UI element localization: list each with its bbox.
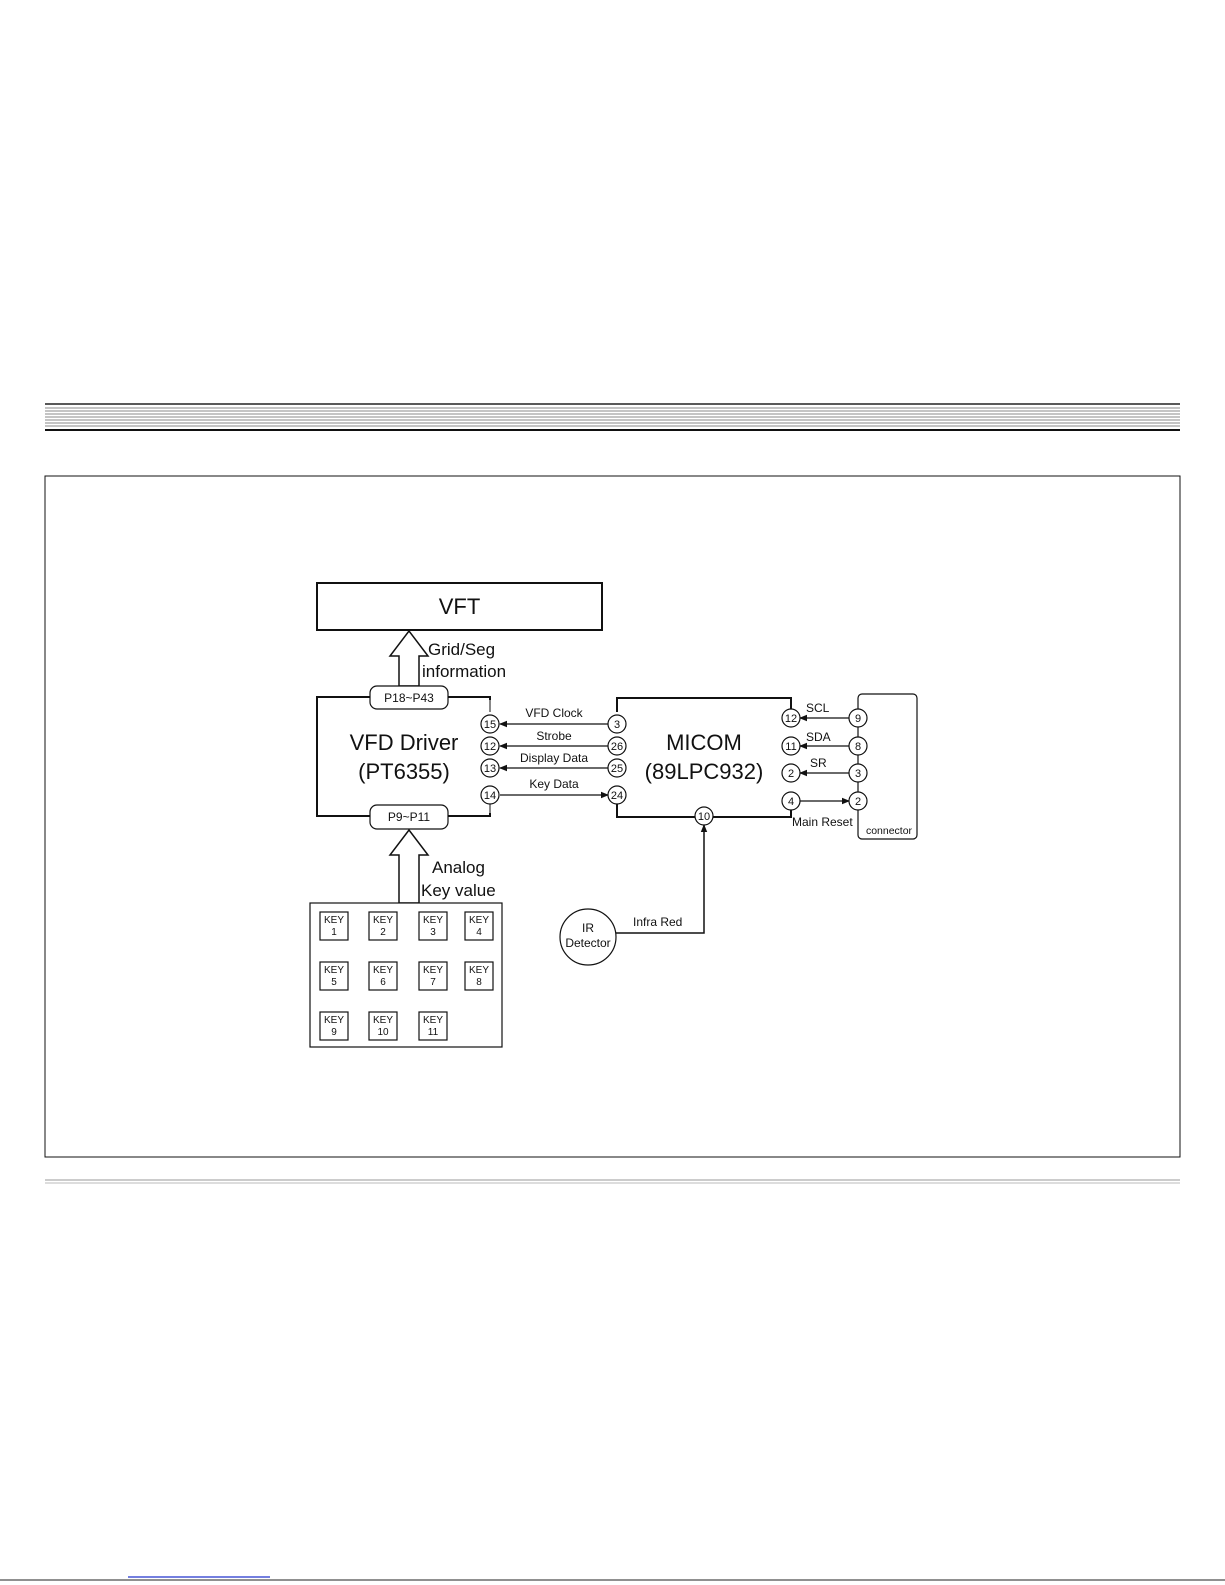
micom-pin-0: 3 [608,715,626,733]
svg-text:KEY: KEY [469,965,489,976]
ir-label-2: Detector [565,936,610,950]
micom-pin-2: 25 [608,759,626,777]
svg-text:KEY: KEY [373,965,393,976]
vft-label: VFT [439,594,481,619]
connector-pin-3: 2 [849,792,867,810]
analog-label-2: Key value [421,881,496,900]
svg-text:4: 4 [788,796,794,808]
vfd-driver-box [317,697,490,816]
svg-text:KEY: KEY [324,965,344,976]
connector-pin-2: 3 [849,764,867,782]
svg-text:2: 2 [788,768,794,780]
driver-pin-2: 13 [481,759,499,777]
svg-text:2: 2 [855,796,861,808]
svg-text:8: 8 [476,977,482,988]
svg-text:10: 10 [377,1027,389,1038]
signal-label-0: VFD Clock [525,706,583,720]
grid-seg-label-1: Grid/Seg [428,640,495,659]
signal-label-3: Key Data [529,777,579,791]
svg-text:12: 12 [484,741,496,753]
svg-text:KEY: KEY [324,1015,344,1026]
driver-pin-1: 12 [481,737,499,755]
svg-text:12: 12 [785,713,797,725]
svg-text:6: 6 [380,977,386,988]
micom-box [617,698,791,817]
micom-pin-ir: 10 [695,807,713,825]
signal-label-1: Strobe [536,729,572,743]
connector-pin-1: 8 [849,737,867,755]
infra-red-label: Infra Red [633,915,682,929]
svg-text:KEY: KEY [373,915,393,926]
driver-pin-0: 15 [481,715,499,733]
svg-text:3: 3 [855,768,861,780]
svg-text:KEY: KEY [423,915,443,926]
port-top-label: P18~P43 [384,691,434,705]
micom-pin-1: 26 [608,737,626,755]
svg-text:KEY: KEY [423,965,443,976]
conn-label-3: Main Reset [792,815,853,829]
svg-text:2: 2 [380,927,386,938]
micom-right-pin-0: 12 [782,709,800,727]
svg-text:25: 25 [611,763,623,775]
footer-rule [45,1180,1180,1183]
svg-text:KEY: KEY [469,915,489,926]
conn-label-0: SCL [806,701,830,715]
connector-pin-0: 9 [849,709,867,727]
ir-label-1: IR [582,921,594,935]
conn-label-1: SDA [806,730,831,744]
svg-text:1: 1 [331,927,337,938]
header-rule [45,403,1180,431]
svg-text:14: 14 [484,790,496,802]
grid-seg-label-2: information [422,662,506,681]
svg-text:8: 8 [855,741,861,753]
svg-text:KEY: KEY [373,1015,393,1026]
svg-text:3: 3 [430,927,436,938]
svg-text:24: 24 [611,790,623,802]
connector-label: connector [866,825,913,837]
svg-text:5: 5 [331,977,337,988]
svg-text:11: 11 [785,741,796,753]
svg-text:3: 3 [614,719,620,731]
conn-label-2: SR [810,756,827,770]
svg-text:9: 9 [331,1027,337,1038]
svg-text:26: 26 [611,741,623,753]
svg-text:4: 4 [476,927,482,938]
svg-text:KEY: KEY [423,1015,443,1026]
svg-text:10: 10 [698,811,710,823]
micom-right-pin-2: 2 [782,764,800,782]
svg-text:9: 9 [855,713,861,725]
micom-part: (89LPC932) [645,759,764,784]
micom-right-pin-3: 4 [782,792,800,810]
svg-text:7: 7 [430,977,436,988]
vfd-driver-part: (PT6355) [358,759,450,784]
driver-pin-3: 14 [481,786,499,804]
micom-pin-3: 24 [608,786,626,804]
analog-label-1: Analog [432,858,485,877]
svg-text:11: 11 [428,1027,439,1038]
svg-text:13: 13 [484,763,496,775]
diagram-frame [45,476,1180,1157]
port-bottom-label: P9~P11 [388,810,430,824]
svg-text:KEY: KEY [324,915,344,926]
micom-right-pin-1: 11 [782,737,800,755]
micom-title: MICOM [666,730,742,755]
svg-text:15: 15 [484,719,496,731]
signal-label-2: Display Data [520,751,588,765]
vfd-driver-title: VFD Driver [350,730,459,755]
